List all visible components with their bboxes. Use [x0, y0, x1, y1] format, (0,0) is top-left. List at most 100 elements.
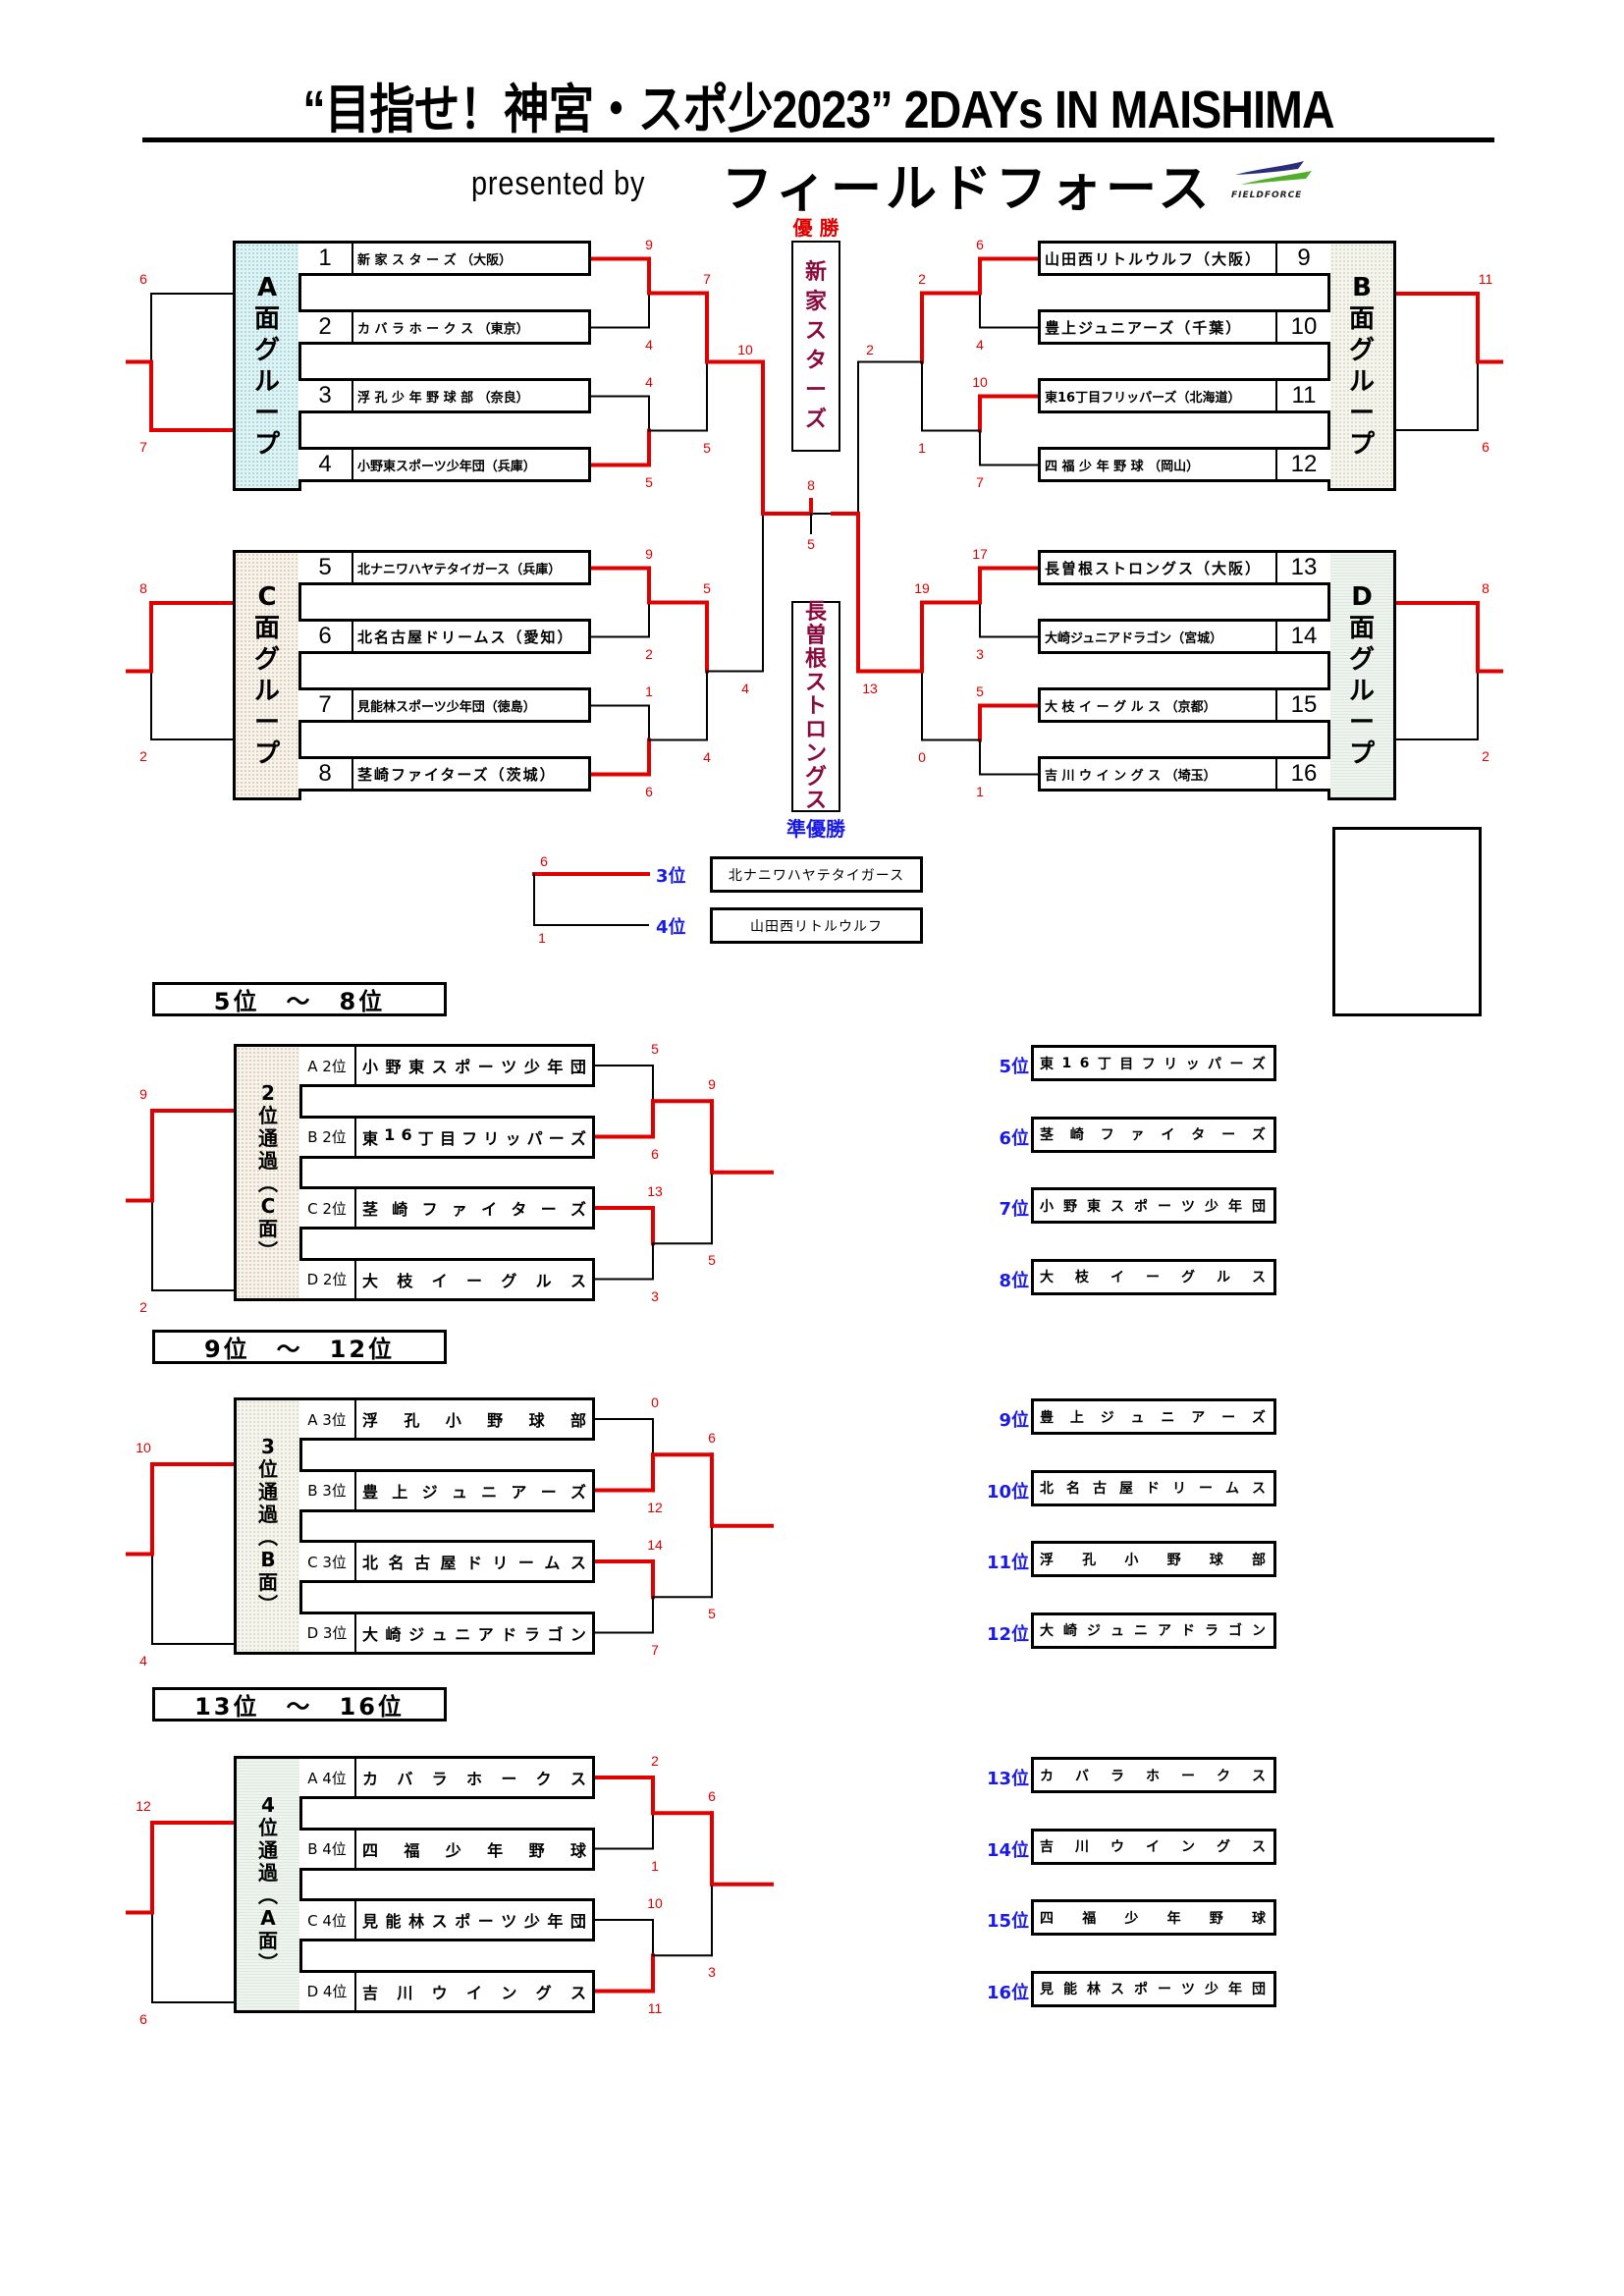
team-seed: 16: [1275, 759, 1330, 789]
group-label-char: 通: [258, 1837, 278, 1862]
finalist-char: 曽: [804, 623, 827, 648]
score: 6: [139, 2011, 147, 2027]
team-name: 豊上ジュニアーズ（千葉）: [1045, 318, 1243, 337]
team-seed: D 2位: [299, 1260, 356, 1298]
score: 1: [976, 783, 984, 799]
team-name: 小野東スポーツ少年団（兵庫）: [357, 459, 536, 474]
team-row: 4 小野東スポーツ少年団（兵庫）: [298, 447, 591, 482]
team-name: 浮孔小野球部: [362, 1411, 586, 1430]
team-seed: 7: [298, 690, 353, 720]
score: 6: [540, 853, 548, 869]
group-label-char: グ: [1348, 644, 1375, 675]
score: 6: [645, 783, 653, 799]
team-seed: 8: [298, 759, 353, 789]
team-name: 北名古屋ドリームス: [362, 1554, 586, 1572]
score: 5: [651, 1041, 659, 1057]
score: 6: [976, 236, 984, 252]
score: 4: [741, 680, 749, 696]
score: 9: [645, 236, 653, 252]
team-name: 見能林スポーツ少年団: [362, 1912, 586, 1931]
runner-up-team-box: 長曽根ストロングス: [791, 600, 840, 812]
group-label-char: ル: [253, 676, 280, 706]
team-seed: B 3位: [299, 1471, 356, 1509]
team-name: 吉川ウイングス: [362, 1983, 586, 2002]
team-row: D 2位大枝イーグルス: [299, 1257, 595, 1301]
finalist-char: ー: [804, 377, 827, 403]
group-label-char: B: [260, 1547, 276, 1571]
rank-team-box: 北ナニワハヤテタイガース: [710, 856, 923, 893]
finalist-char: 根: [804, 646, 827, 672]
rank-label: 13位: [986, 1769, 1029, 1789]
finalist-char: ズ: [804, 407, 827, 432]
score: 1: [538, 930, 546, 946]
section-heading: 9位 ～ 12位: [152, 1330, 447, 1364]
rank-team-box: 四福少年野球: [1031, 1899, 1276, 1936]
team-name: 長曽根ストロングス（大阪）: [1045, 559, 1263, 577]
rank-label: 10位: [986, 1481, 1029, 1503]
group-label-char: A: [256, 272, 278, 302]
score: 6: [1482, 439, 1489, 455]
score: 2: [139, 1299, 147, 1315]
group-label-char: 過: [258, 1502, 278, 1526]
score: 10: [972, 373, 988, 390]
score: 6: [708, 1788, 716, 1805]
score: 5: [703, 439, 711, 456]
group-label-char: 面: [1348, 303, 1375, 334]
rank-label: 12位: [986, 1623, 1029, 1645]
group-label-char: ︵: [258, 1171, 278, 1195]
score: 3: [708, 1964, 716, 1981]
team-seed: 4: [298, 450, 353, 479]
group-label-char: グ: [253, 335, 280, 365]
group-label-char: B: [1352, 272, 1372, 302]
group-label-char: ー: [1348, 707, 1375, 738]
rank-label: 3位: [656, 866, 686, 887]
team-name: 大崎ジュニアドラゴン（宮城）: [1045, 630, 1223, 646]
champion-label: 優 勝: [792, 216, 839, 240]
team-row: C 4位見能林スポーツ少年団: [299, 1898, 595, 1941]
page-title: “目指せ！神宮・スポ少2023” 2DAYs IN MAISHIMA: [302, 81, 1334, 139]
finalist-char: グ: [804, 764, 827, 790]
team-seed: 11: [1275, 381, 1330, 410]
team-row: D 4位吉川ウイングス: [299, 1969, 595, 2013]
score: 4: [645, 373, 653, 390]
score: 1: [645, 683, 653, 699]
rank-team-box: 見能林スポーツ少年団: [1031, 1970, 1276, 2007]
finalist-char: ン: [804, 740, 827, 766]
group-label-char: プ: [1348, 429, 1375, 460]
team-name: 東16丁目フリッパーズ（北海道）: [1045, 390, 1241, 406]
team-name: 山田西リトルウルフ（大阪）: [1045, 249, 1263, 268]
team-seed: C 2位: [299, 1189, 356, 1227]
score: 9: [708, 1076, 716, 1093]
score: 6: [139, 271, 147, 287]
score: 12: [135, 1798, 151, 1814]
group-label-char: グ: [1348, 335, 1375, 365]
team-seed: 6: [298, 622, 353, 651]
score: 6: [708, 1430, 716, 1447]
rank-team-box: 大崎ジュニアドラゴン: [1031, 1612, 1276, 1649]
team-row: C 2位茎崎ファイターズ: [299, 1186, 595, 1230]
rank-label: 6位: [999, 1127, 1029, 1149]
rank-label: 16位: [986, 1982, 1029, 2003]
rank-label: 4位: [656, 917, 686, 938]
group-label-char: 面: [253, 303, 280, 334]
team-seed: A 4位: [299, 1759, 356, 1796]
team-name: 浮 孔 少 年 野 球 部 （奈良）: [357, 390, 529, 406]
score: 14: [647, 1537, 663, 1553]
group-label-char: C: [257, 581, 277, 612]
group-label-char: ︵: [258, 1524, 278, 1549]
score: 2: [645, 645, 653, 662]
team-seed: B 4位: [299, 1830, 356, 1868]
group-label-char: ︶: [258, 1950, 278, 1975]
team-row: C 3位北名古屋ドリームス: [299, 1540, 595, 1583]
score: 2: [1482, 748, 1489, 764]
group-label-char: 位: [258, 1815, 278, 1839]
